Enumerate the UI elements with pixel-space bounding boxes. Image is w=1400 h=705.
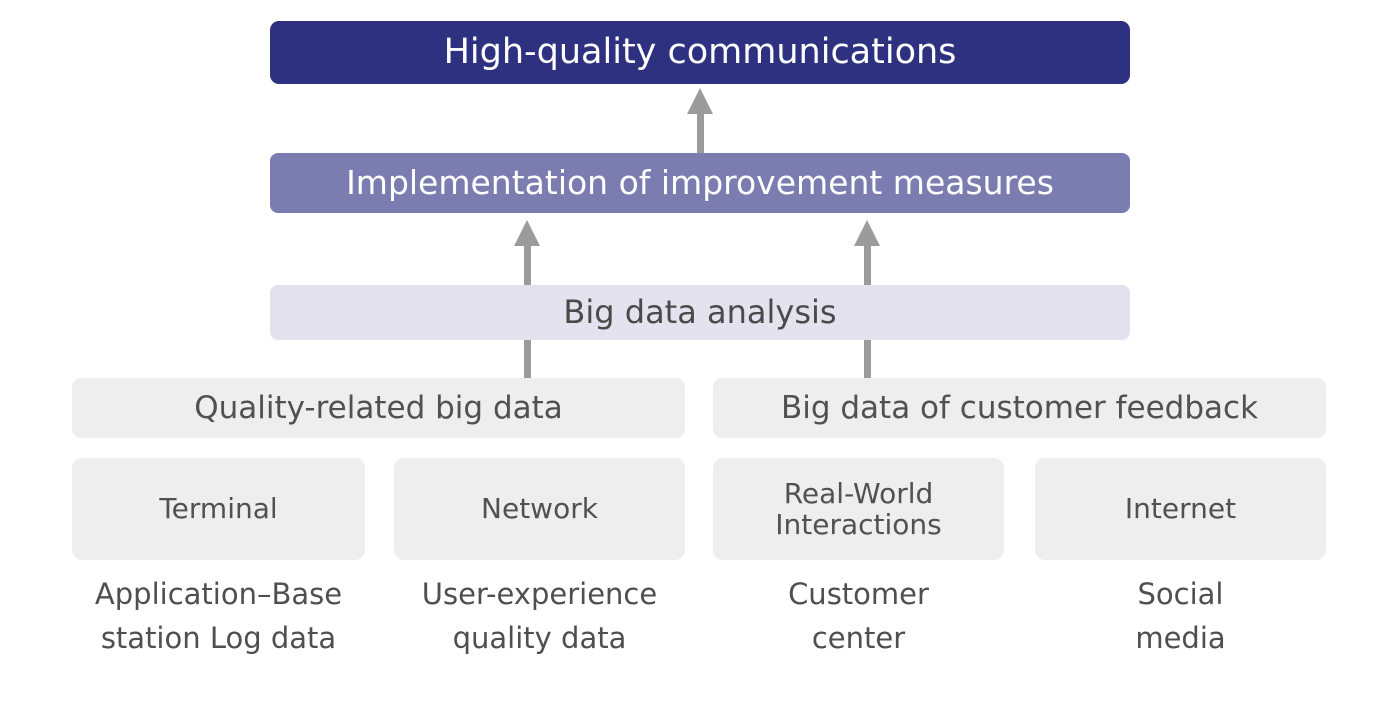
tier-second-label: Implementation of improvement measures xyxy=(346,162,1054,202)
arrow-shaft xyxy=(524,244,531,286)
caption-user-experience-quality-data: User-experience quality data xyxy=(421,577,658,656)
source-label: Real-World Interactions xyxy=(775,476,942,541)
tier-third-label: Big data analysis xyxy=(563,292,837,331)
source-internet: Internet xyxy=(1035,458,1326,560)
source-label: Internet xyxy=(1124,492,1237,526)
line-shaft xyxy=(524,340,531,380)
group-big-data-of-customer-feedback: Big data of customer feedback xyxy=(713,378,1326,438)
arrow-shaft xyxy=(864,244,871,286)
source-real-world-interactions: Real-World Interactions xyxy=(713,458,1004,560)
source-label: Network xyxy=(481,492,598,526)
caption-customer-center: Customer center xyxy=(788,577,929,656)
arrow-head-icon xyxy=(854,220,880,246)
tier-implementation-of-improvement-measures: Implementation of improvement measures xyxy=(270,153,1130,213)
arrow-head-icon xyxy=(687,88,713,114)
source-network: Network xyxy=(394,458,685,560)
arrow-shaft xyxy=(697,112,704,154)
group-quality-related-big-data: Quality-related big data xyxy=(72,378,685,438)
caption-application-base-station-log-data: Application–Base station Log data xyxy=(94,577,343,656)
source-label: Terminal xyxy=(159,492,278,526)
tier-high-quality-communications: High-quality communications xyxy=(270,21,1130,84)
arrow-head-icon xyxy=(514,220,540,246)
tier-top-label: High-quality communications xyxy=(443,31,957,72)
caption-social-media: Social media xyxy=(1135,577,1226,656)
source-terminal: Terminal xyxy=(72,458,365,560)
line-shaft xyxy=(864,340,871,380)
group-label: Big data of customer feedback xyxy=(780,389,1259,426)
tier-big-data-analysis: Big data analysis xyxy=(270,285,1130,340)
group-label: Quality-related big data xyxy=(194,389,563,426)
